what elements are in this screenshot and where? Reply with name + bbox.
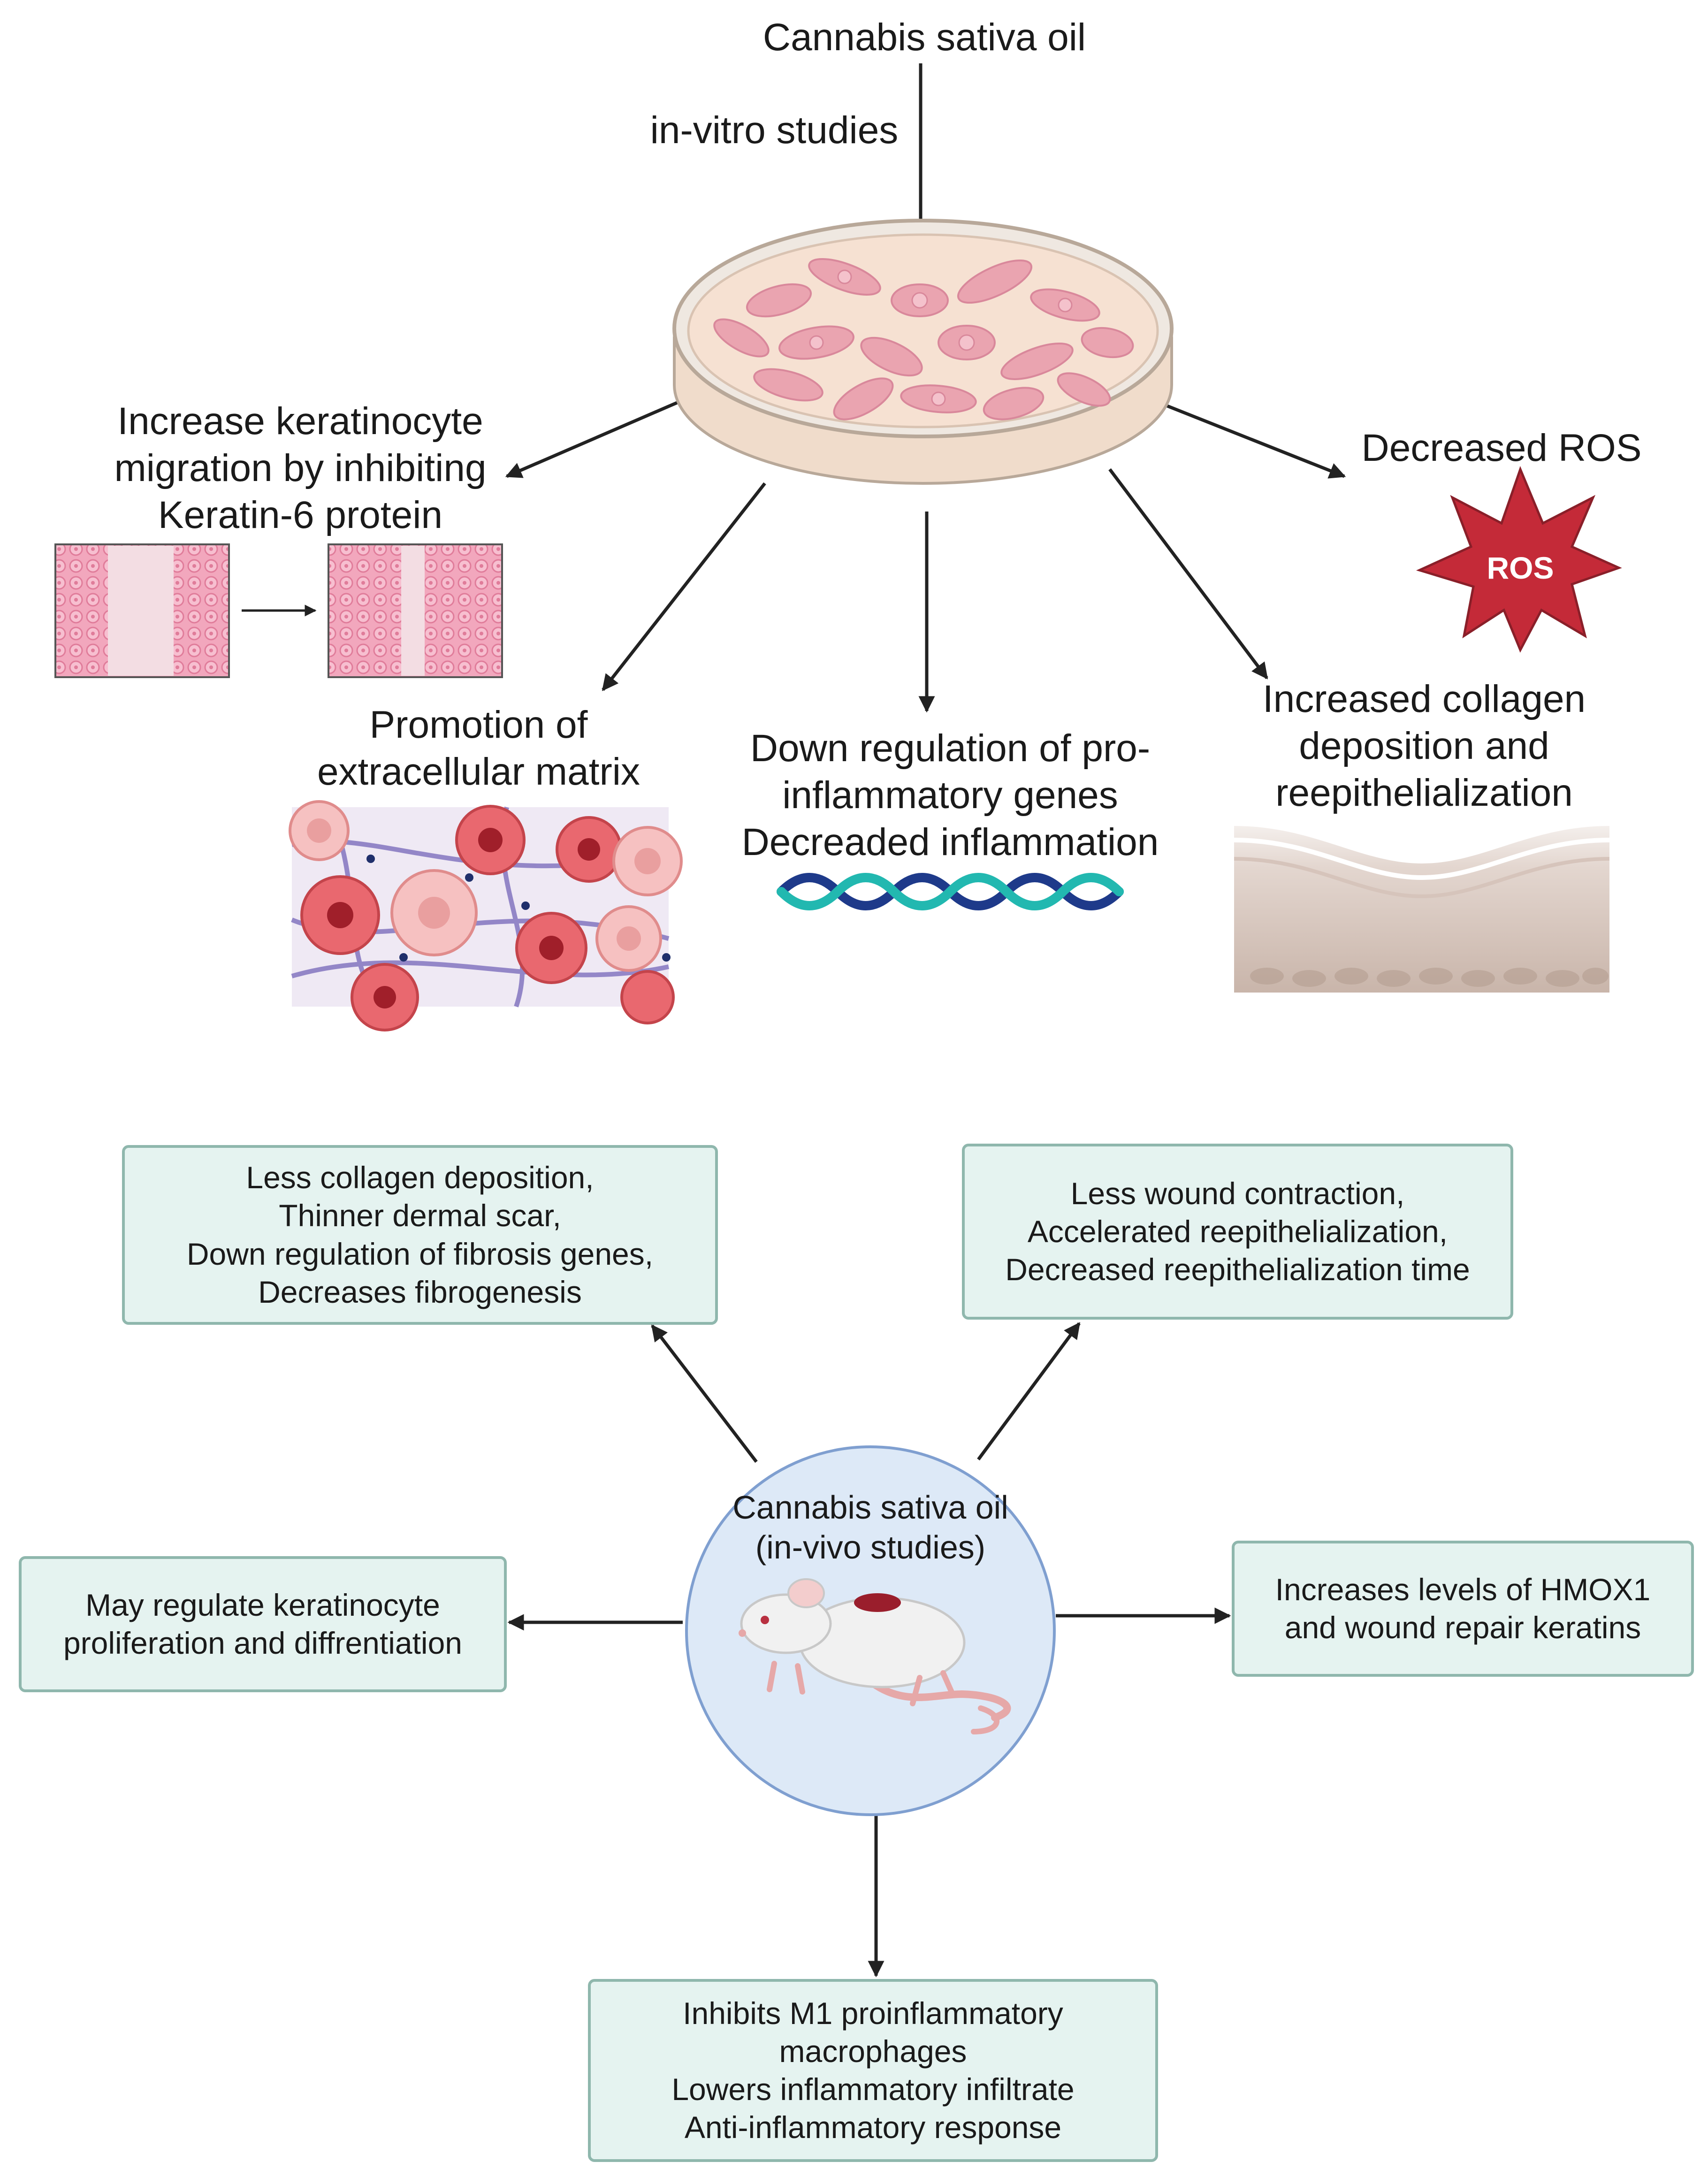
dna-helix-icon [777,873,1124,910]
wound-outcome-box: Less wound contraction, Accelerated reep… [962,1144,1513,1320]
macrophage-box-line-1: Inhibits M1 proinflammatory [683,1995,1063,2031]
dish-cells [713,258,1134,420]
arrow-to-wound-box [977,1322,1081,1461]
keratinocyte-outcome-box: May regulate keratinocyte proliferation … [19,1556,507,1692]
arrow-to-collagen [1108,468,1268,680]
macrophage-box-line-4: Anti-inflammatory response [684,2110,1062,2145]
decreased-ros-text: Decreased ROS [1361,427,1642,469]
wound-box-line-1: Less wound contraction, [1070,1176,1405,1211]
decreased-ros-label: Decreased ROS [1314,425,1689,472]
invitro-studies-label: in-vitro studies [563,107,985,154]
collagen-line-3: reepithelialization [1275,771,1573,815]
invitro-source-text: Cannabis sativa oil [762,16,1086,59]
arrow-to-collagen-box [651,1324,758,1463]
invivo-center-line-2: (in-vivo studies) [755,1529,986,1566]
collagen-label: Increased collagen deposition and reepit… [1201,676,1647,817]
macrophage-box-line-3: Lowers inflammatory infiltrate [671,2072,1075,2107]
collagen-box-line-3: Down regulation of fibrosis genes, [186,1236,654,1271]
scratch-assay-after [328,543,503,678]
collagen-box-line-1: Less collagen deposition, [246,1160,594,1195]
macrophage-box-line-2: macrophages [779,2033,967,2069]
ros-badge-label: ROS [1487,550,1554,585]
collagen-outcome-box: Less collagen deposition, Thinner dermal… [122,1145,718,1325]
skin-tissue-illustration [1234,826,1610,993]
collagen-line-2: deposition and [1299,725,1549,768]
genes-line-1: Down regulation of pro- [750,727,1151,770]
genes-line-3: Decreaded inflammation [741,821,1159,864]
ecm-line-1: Promotion of [369,703,588,746]
genes-label: Down regulation of pro- inflammatory gen… [704,725,1197,866]
keratinocyte-box-line-2: proliferation and diffrentiation [63,1626,462,1660]
keratinocyte-line-3: Keratin-6 protein [158,494,443,537]
invivo-arrows [507,1322,1231,1978]
collagen-box-line-4: Decreases fibrogenesis [258,1274,582,1309]
ros-star-icon [1416,466,1622,653]
arrow-to-ros [1160,402,1346,479]
arrow-to-keratinocyte [505,399,681,478]
wound-box-line-2: Accelerated reepithelialization, [1027,1214,1448,1249]
hmox-outcome-box: Increases levels of HMOX1 and wound repa… [1232,1541,1694,1677]
arrow-to-ecm [602,482,766,691]
collagen-line-1: Increased collagen [1262,678,1586,720]
invitro-source-label: Cannabis sativa oil [666,14,1182,61]
wound-box-line-3: Decreased reepithelialization time [1005,1252,1470,1287]
collagen-box-line-2: Thinner dermal scar, [279,1198,561,1233]
invivo-center-label: Cannabis sativa oil (in-vivo studies) [704,1488,1037,1568]
genes-line-2: inflammatory genes [782,774,1118,817]
macrophage-outcome-box: Inhibits M1 proinflammatory macrophages … [588,1979,1158,2162]
keratinocyte-line-1: Increase keratinocyte [117,400,483,443]
invivo-center-line-1: Cannabis sativa oil [732,1489,1008,1526]
keratinocyte-line-2: migration by inhibiting [114,447,487,490]
hmox-box-line-1: Increases levels of HMOX1 [1275,1572,1651,1607]
ecm-illustration [289,800,683,1031]
mouse-icon [739,1578,1011,1734]
petri-dish [672,219,1174,485]
keratinocyte-migration-label: Increase keratinocyte migration by inhib… [66,398,535,539]
hmox-box-line-2: and wound repair keratins [1284,1610,1641,1645]
invitro-studies-text: in-vitro studies [650,109,899,152]
ecm-label: Promotion of extracellular matrix [263,702,694,795]
scratch-assay-before [54,543,230,678]
keratinocyte-box-line-1: May regulate keratinocyte [85,1587,440,1622]
ecm-line-2: extracellular matrix [317,750,640,794]
